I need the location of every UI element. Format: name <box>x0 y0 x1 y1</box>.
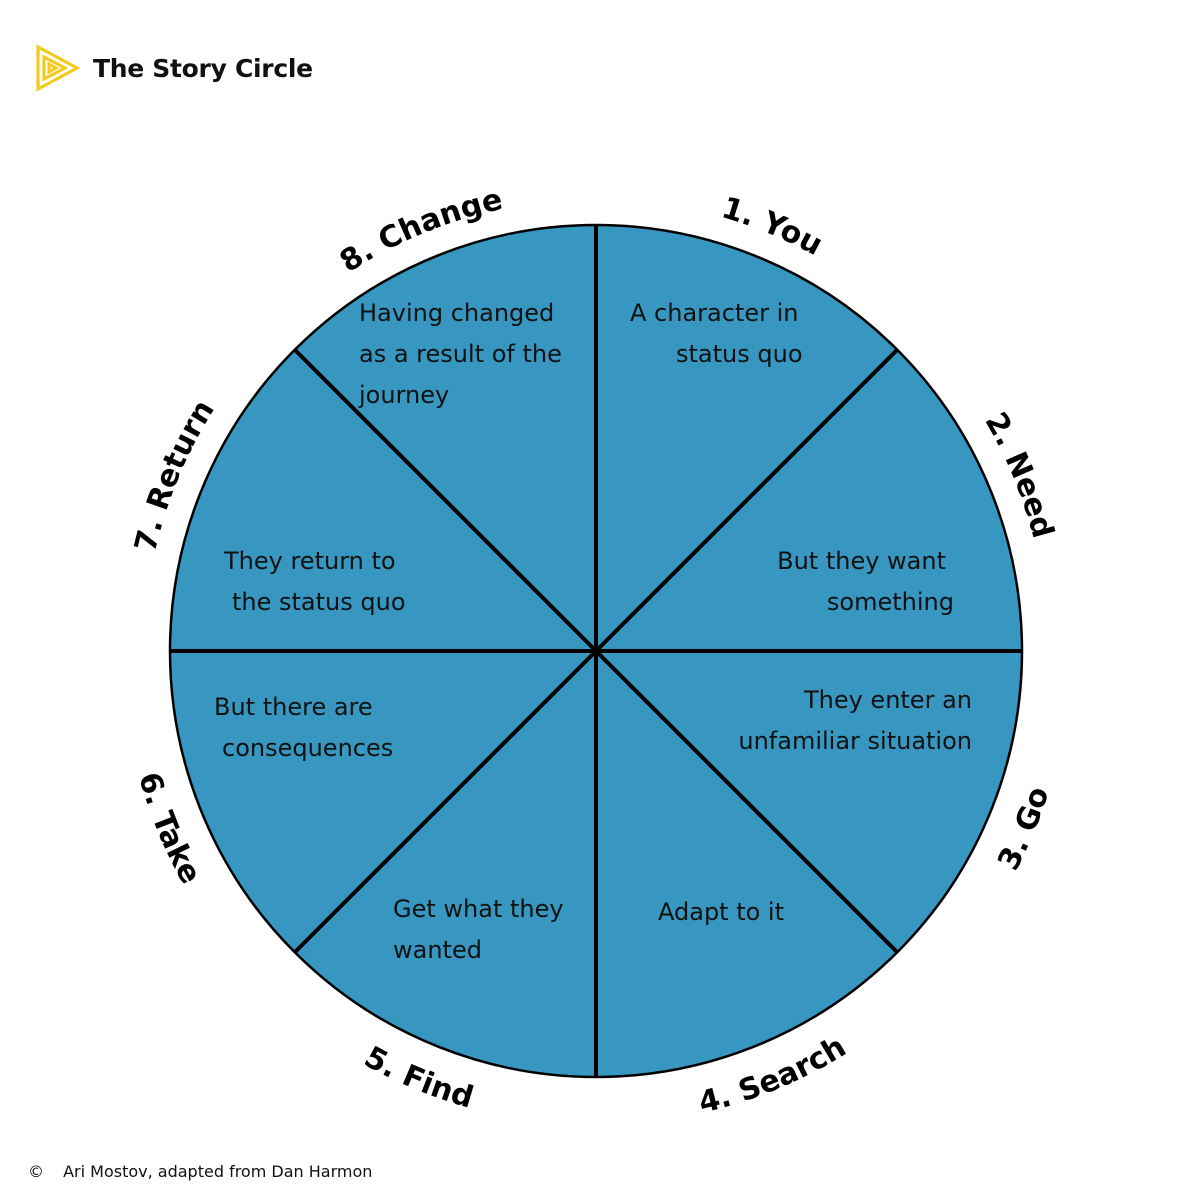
segment-divider <box>293 348 598 653</box>
description-line: But there are <box>214 693 373 721</box>
segment-divider <box>594 649 899 954</box>
header: The Story Circle <box>34 44 313 92</box>
description-line: the status quo <box>232 588 406 616</box>
segment-description-5: Get what they wanted <box>393 895 564 964</box>
page-title: The Story Circle <box>93 53 313 83</box>
credit-text: Ari Mostov, adapted from Dan Harmon <box>63 1162 373 1181</box>
description-line: They return to <box>223 547 396 575</box>
segment-description-6: But there are consequences <box>214 693 393 762</box>
description-line: But they want <box>777 547 946 575</box>
description-line: Having changed <box>359 299 554 327</box>
footer-credit: © Ari Mostov, adapted from Dan Harmon <box>28 1162 372 1181</box>
segment-divider <box>293 649 598 954</box>
segment-8 <box>294 225 596 651</box>
segment-5 <box>294 651 596 1077</box>
description-line: Get what they <box>393 895 564 923</box>
segment-description-3: They enter an unfamiliar situation <box>738 686 972 755</box>
description-line: Adapt to it <box>658 898 784 926</box>
segment-description-1: A character in status quo <box>630 299 803 368</box>
play-triangle-logo-icon <box>36 44 80 92</box>
description-line: as a result of the <box>359 340 562 368</box>
segment-description-4: Adapt to it <box>658 898 784 926</box>
segment-4 <box>596 651 898 1077</box>
copyright-symbol: © <box>28 1162 44 1181</box>
description-line: wanted <box>393 936 482 964</box>
description-line: consequences <box>222 734 393 762</box>
description-line: They enter an <box>803 686 972 714</box>
segment-3 <box>596 651 1022 953</box>
description-line: journey <box>358 381 449 409</box>
description-line: unfamiliar situation <box>738 727 972 755</box>
segment-description-2: But they want something <box>777 547 954 616</box>
step-label-3: 3. Go <box>991 783 1056 876</box>
segment-description-7: They return to the status quo <box>223 547 406 616</box>
segment-1 <box>596 225 898 651</box>
description-line: something <box>827 588 954 616</box>
segment-description-8: Having changed as a result of the journey <box>358 299 562 409</box>
segment-divider <box>594 348 899 653</box>
circle-outline <box>168 223 1024 1079</box>
step-label-text: 3. Go <box>991 783 1056 876</box>
description-line: A character in <box>630 299 798 327</box>
segment-6 <box>170 651 596 953</box>
segment-7 <box>170 349 596 651</box>
description-line: status quo <box>676 340 803 368</box>
segment-2 <box>596 349 1022 651</box>
